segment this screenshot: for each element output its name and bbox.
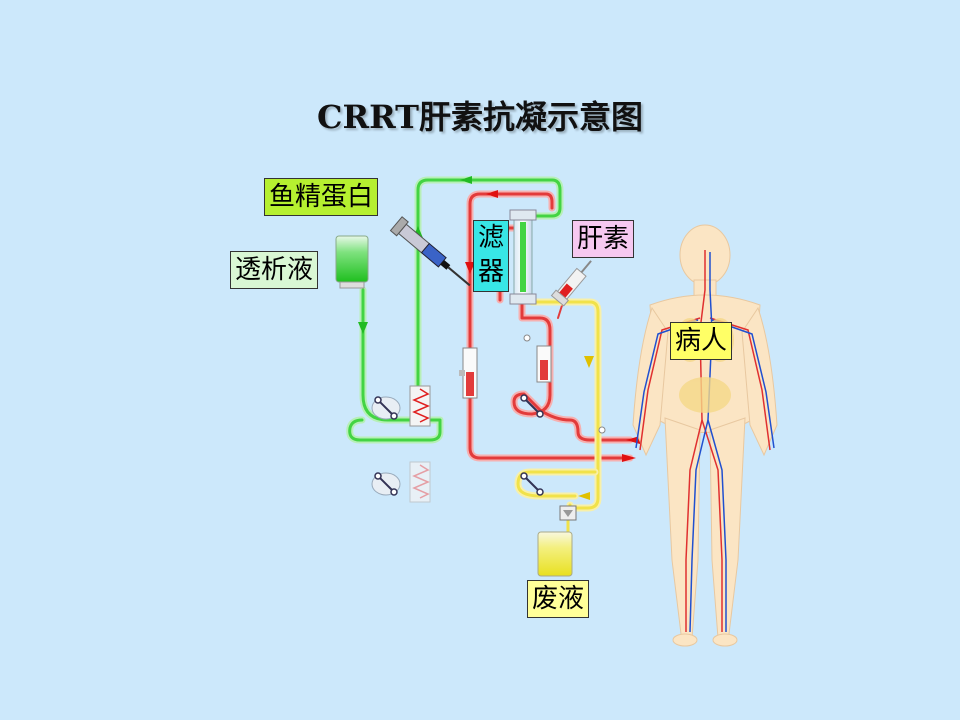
heater-2 — [409, 461, 431, 503]
effluent-line — [514, 298, 602, 536]
venous-drip-chamber — [523, 334, 606, 434]
dialysate-label: 透析液 — [230, 251, 319, 289]
patient-body — [632, 224, 778, 647]
page-title: CRRT肝素抗凝示意图 — [317, 98, 643, 136]
effluent-flow-arrows — [578, 356, 594, 500]
filter-cartridge — [509, 209, 537, 305]
blood-pump — [520, 394, 544, 418]
heparin-label: 肝素 — [572, 220, 635, 258]
waste-bag — [537, 505, 577, 577]
heater — [409, 385, 431, 427]
dialysate-bag — [335, 235, 369, 289]
syringe — [389, 216, 471, 287]
effluent-pump — [520, 472, 544, 496]
arterial-drip-chamber — [459, 347, 478, 399]
replacement-pump — [371, 472, 401, 496]
patient-label: 病人 — [670, 322, 733, 360]
heparin-syringe — [550, 260, 592, 307]
dialysate-pump — [371, 396, 401, 420]
filter-label-text: 滤器 — [477, 223, 504, 287]
waste-label: 废液 — [527, 580, 590, 618]
filter-label: 滤器 — [473, 220, 509, 292]
albumin-label: 鱼精蛋白 — [264, 178, 379, 216]
